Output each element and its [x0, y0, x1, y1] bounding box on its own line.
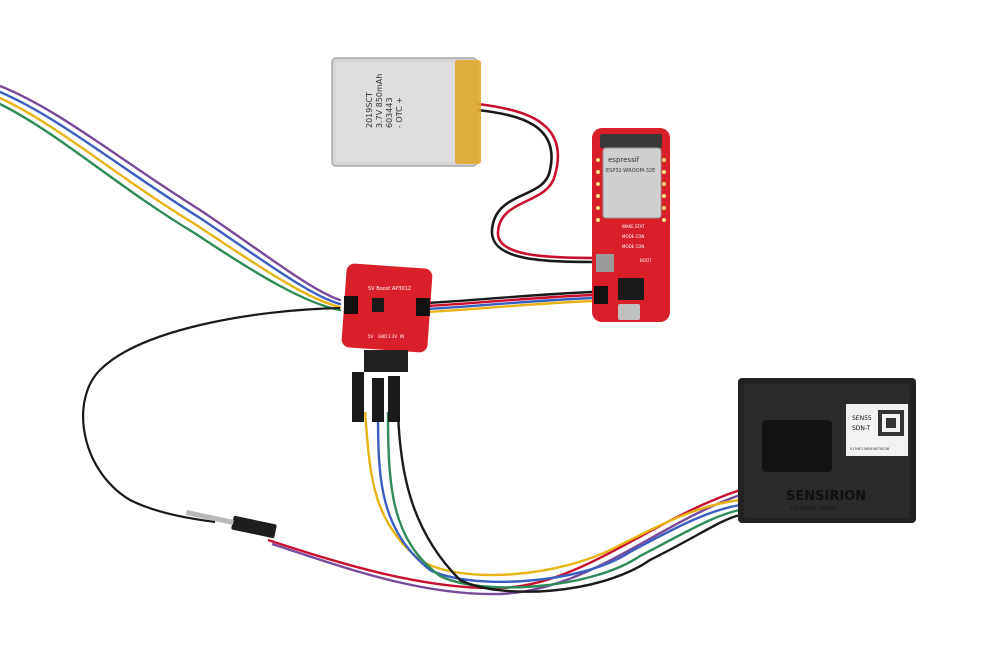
sensor-tagline: THE SENSOR COMPANY	[789, 506, 837, 511]
esp32-module-model: ESP32-WROOM-32E	[606, 168, 655, 174]
boost-label-4: IN	[400, 334, 404, 339]
boost-label-2: GND	[378, 334, 387, 339]
sensor-model: SEN55	[852, 415, 872, 422]
esp32-brand: espressif	[608, 156, 640, 164]
esp32-pad-3: MODE CON	[622, 244, 644, 249]
esp32-board: espressif ESP32-WROOM-32E WAKE STAT MODE…	[592, 128, 670, 322]
esp32-pad-4: BOOT	[640, 258, 652, 263]
sensor-serial: 0159E1565E4B7003B	[850, 447, 890, 451]
battery-label-line-1: 2019SCT	[365, 92, 374, 128]
battery-label: 2019SCT 3.7V 850mAh 603443 - OTC +	[365, 74, 404, 128]
boost-label-1: 5V	[368, 334, 374, 339]
boost-board: 5V Boost AP3012 5V GND 3.3V IN	[341, 263, 433, 422]
battery-label-line-3: 603443	[385, 97, 394, 128]
battery-wires	[477, 102, 597, 264]
esp32-pad-2: MODE CON	[622, 234, 644, 239]
jumper-connector	[185, 510, 277, 539]
boost-title: 5V Boost AP3012	[368, 286, 411, 292]
boost-label-3: 3.3V	[388, 334, 397, 339]
lipo-battery: 2019SCT 3.7V 850mAh 603443 - OTC +	[331, 57, 481, 167]
esp32-pad-1: WAKE STAT	[622, 224, 645, 229]
sen55-sensor: SEN55 SDN-T 0159E1565E4B7003B SENSIRION …	[738, 378, 916, 523]
qwiic-wire-boost-to-esp	[427, 290, 593, 314]
sensor-sub-model: SDN-T	[852, 425, 871, 432]
ground-wire-loop	[82, 306, 341, 524]
battery-label-line-4: - OTC +	[395, 97, 404, 128]
sensor-wires	[267, 411, 741, 596]
battery-label-line-2: 3.7V 850mAh	[375, 74, 384, 128]
wire-bundle-left	[0, 84, 342, 312]
sensor-brand: SENSIRION	[786, 489, 866, 504]
